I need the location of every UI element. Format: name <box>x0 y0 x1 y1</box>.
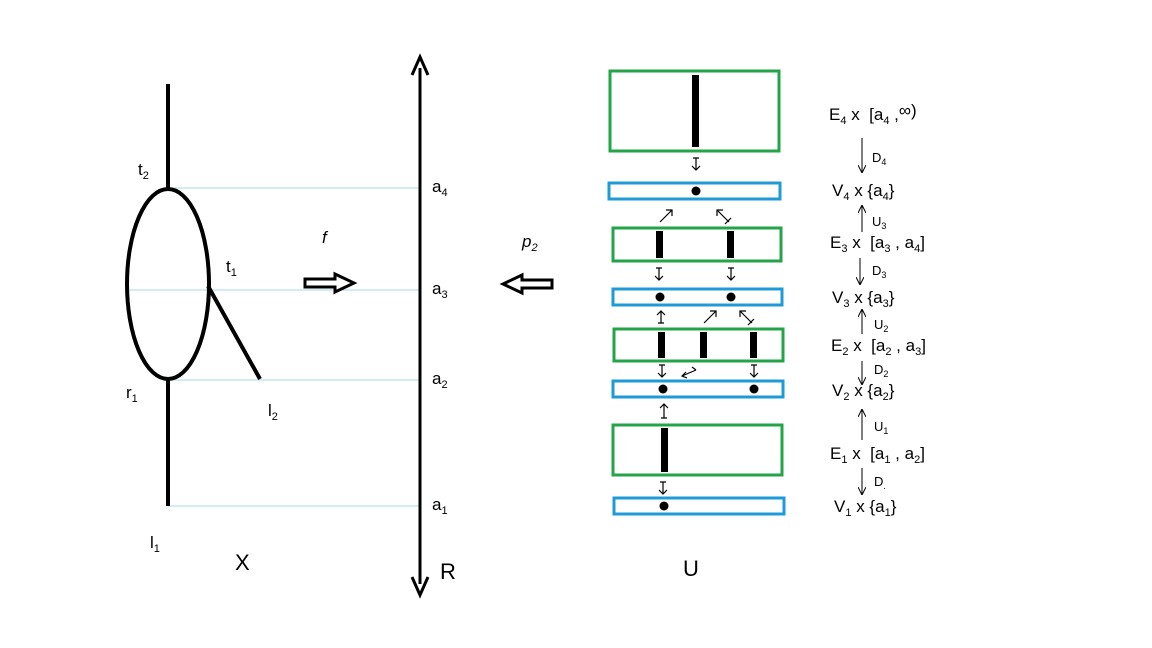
loop <box>125 187 211 381</box>
level-guides <box>128 187 420 507</box>
up-map-label-u2: U2 <box>874 317 888 334</box>
point-label-l1: l1 <box>150 533 160 555</box>
vertex-level-v2: V2 x {a2} <box>832 381 895 403</box>
up-map-icon <box>656 310 666 324</box>
vertex-level-v1: V1 x {a1} <box>834 497 897 519</box>
edge-level-e3: E3 x [a3 , a4] <box>830 233 925 255</box>
edge-level-e4: E4 x [a4 ,∞) <box>829 101 917 127</box>
space-x-label: X <box>235 550 250 575</box>
edge-segment <box>700 332 707 358</box>
real-line-label: R <box>440 559 456 584</box>
vertex-level-v4: V4 x {a4} <box>832 181 895 203</box>
diagonal-map-icon <box>703 310 717 324</box>
vertex-box-v1 <box>612 496 786 516</box>
space-u-boxes <box>607 69 786 516</box>
edge-segment <box>656 231 663 258</box>
edge-box-e2 <box>612 327 785 363</box>
vertex-dot <box>726 292 736 302</box>
vertex-box-v4 <box>607 181 782 201</box>
tick-label-a1: a1 <box>432 495 448 517</box>
diagonal-map-icon <box>716 209 732 225</box>
up-map-icon <box>659 403 669 419</box>
tick-label-a3: a3 <box>432 279 448 301</box>
vertex-dot <box>659 501 669 511</box>
up-map-label-u1: U1 <box>874 419 888 436</box>
space-x-graph <box>125 84 262 506</box>
edge-box-e1 <box>611 423 784 477</box>
vertex-level-v3: V3 x {a3} <box>832 288 895 310</box>
point-label-r1: r1 <box>126 383 138 405</box>
space-u-cells <box>655 75 759 511</box>
vertex-dot <box>749 384 759 394</box>
down-map-label-d3: D3 <box>872 263 886 280</box>
edge-level-e2: E2 x [a2 , a3] <box>831 336 926 358</box>
diagonal-map-icon <box>659 209 673 223</box>
level-labels: E4 x [a4 ,∞) D4 V4 x {a4} U3 E3 x [a3 , … <box>829 101 926 519</box>
real-line <box>410 53 430 599</box>
edge-level-e1: E1 x [a1 , a2] <box>830 444 925 466</box>
down-map-icon <box>658 481 668 495</box>
edge-box-e3 <box>611 226 783 263</box>
point-label-t1: t1 <box>226 257 237 279</box>
map-p-arrow <box>499 272 554 296</box>
vertex-box-v2 <box>611 379 785 399</box>
down-map-label-d2: D2 <box>874 362 888 379</box>
edge-segment <box>658 332 665 358</box>
vertex-box-v3 <box>611 287 784 307</box>
down-map-icon <box>657 364 667 378</box>
map-f-label: f <box>322 228 329 247</box>
up-map-label-u3: U3 <box>872 214 886 231</box>
tick-label-a4: a4 <box>432 177 448 199</box>
down-map-label-d1: D. <box>874 474 886 491</box>
down-map-icon <box>726 267 736 281</box>
vertex-dot <box>658 384 668 394</box>
real-line-arrow-top <box>410 53 430 76</box>
edge-segment <box>727 231 734 258</box>
down-map-icon <box>749 364 759 378</box>
map-f-arrow <box>303 271 358 295</box>
space-u-label: U <box>683 556 699 581</box>
real-line-arrow-bottom <box>410 576 430 599</box>
edge-segment <box>692 75 699 147</box>
map-p-label: p2 <box>521 232 538 254</box>
point-label-t2: t2 <box>138 160 149 182</box>
down-map-icon <box>654 267 664 281</box>
vertex-dot <box>655 292 665 302</box>
diagonal-map-icon <box>680 366 697 379</box>
down-map-label-d4: D4 <box>872 150 886 167</box>
down-map-icon <box>691 157 701 171</box>
attaching-maps <box>654 157 759 495</box>
vertex-dot <box>691 186 701 196</box>
edge-box-e4 <box>608 69 781 153</box>
tick-label-a2: a2 <box>432 369 448 391</box>
diagonal-map-icon <box>739 310 755 326</box>
edge-segment <box>661 428 668 472</box>
point-label-l2: l2 <box>268 401 278 423</box>
branch-edge <box>206 285 262 380</box>
edge-segment <box>750 332 757 358</box>
